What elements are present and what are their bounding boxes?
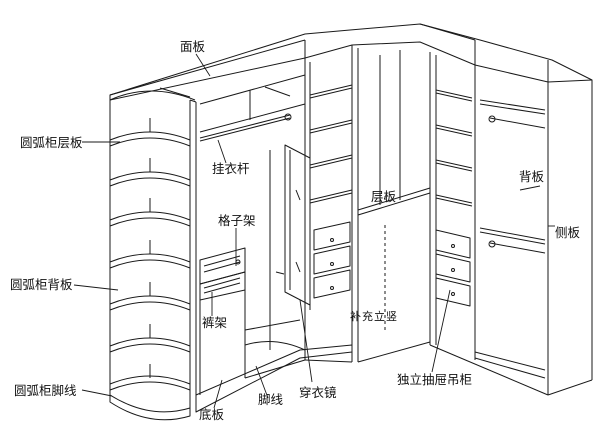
label-bottom-panel: 底板 (199, 407, 225, 422)
label-shelf: 层板 (371, 189, 397, 204)
middle-shelf-section (309, 45, 431, 363)
label-side-panel: 侧板 (555, 225, 581, 240)
middle-shelf (357, 187, 431, 211)
label-dressing-mirror: 穿衣镜 (299, 385, 337, 400)
label-divider: 补充立竖 (350, 310, 398, 323)
label-arc-shelf: 圆弧柜层板 (20, 135, 83, 150)
label-drawer-cabinet: 独立抽屉吊柜 (397, 372, 473, 387)
label-back-panel: 背板 (519, 169, 545, 184)
label-hanging-rod: 挂衣杆 (212, 161, 250, 176)
trouser-rack (199, 271, 246, 301)
label-trouser-rack: 裤架 (202, 315, 228, 330)
arc-shelves (109, 118, 191, 391)
hanging-section (195, 58, 353, 413)
drawers-middle (313, 221, 351, 299)
arc-skirting (109, 394, 191, 421)
label-grid-rack: 格子架 (218, 213, 256, 228)
label-arc-back: 圆弧柜背板 (10, 277, 73, 292)
dressing-mirror (269, 144, 311, 350)
label-skirting: 脚线 (258, 392, 284, 407)
leader-lines (73, 53, 555, 409)
hanging-rod (199, 114, 291, 139)
right-cabinet (474, 80, 593, 396)
label-top-panel: 面板 (180, 39, 206, 54)
label-arc-skirting: 圆弧柜脚线 (14, 383, 77, 398)
drawer-cabinet (429, 52, 476, 360)
arc-cabinet (109, 99, 197, 421)
right-hanging-rod (489, 117, 546, 129)
skirting (244, 344, 549, 396)
